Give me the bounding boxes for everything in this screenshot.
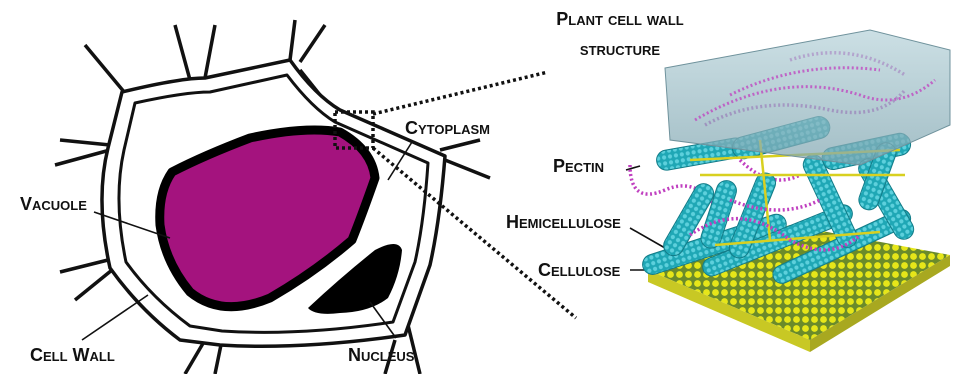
label-nucleus: Nucleus [348,345,414,365]
wall-structure-3d [630,30,950,352]
title-line-2: structure [545,34,695,64]
label-cytoplasm: Cytoplasm [405,118,490,138]
label-hemicellulose: Hemicellulose [506,212,621,232]
label-vacuole: Vacuole [20,194,87,214]
diagram-title: Plant cell wall structure [545,4,695,64]
title-line-1: Plant cell wall [545,4,695,34]
label-pectin: Pectin [553,156,604,176]
label-cell-wall: Cell Wall [30,345,115,365]
label-cellulose: Cellulose [538,260,620,280]
